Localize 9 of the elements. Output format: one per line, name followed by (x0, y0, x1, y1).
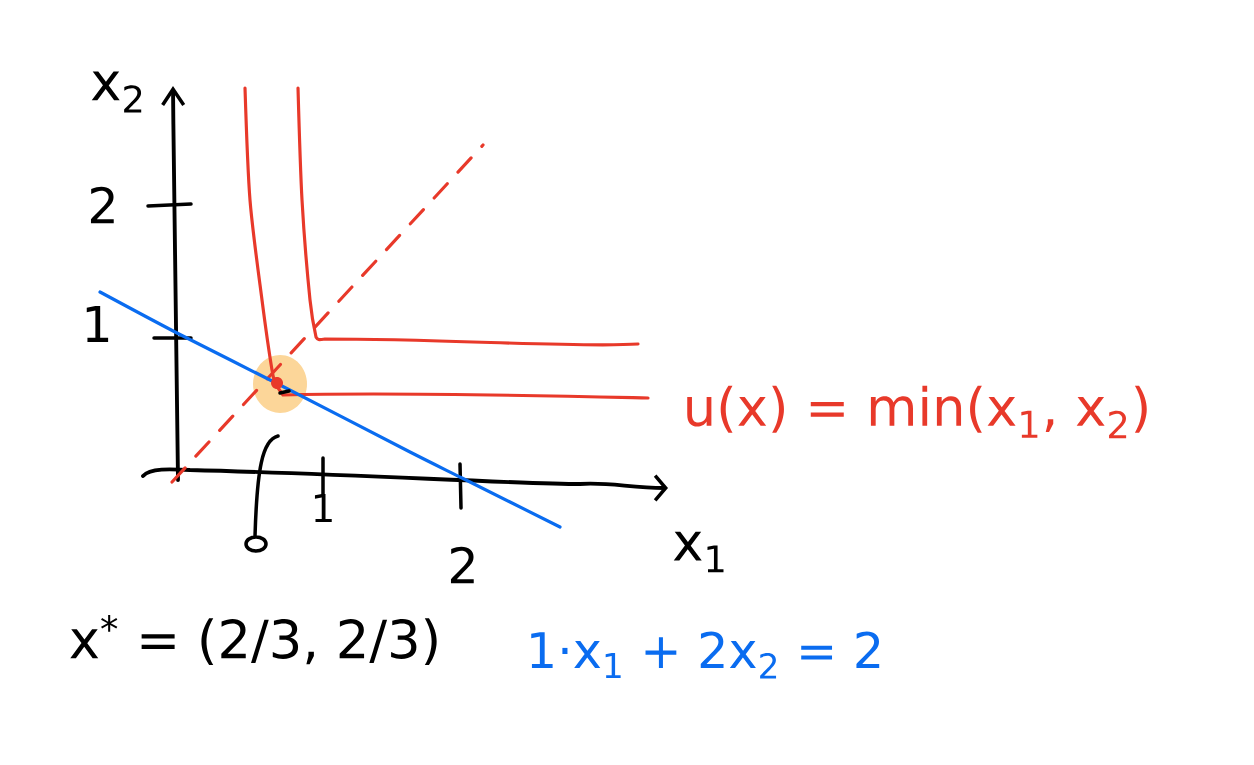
tick-label: 1 (86, 306, 109, 342)
tick-label: 1 (314, 493, 332, 523)
tick-label: 2 (450, 546, 474, 584)
utility-formula: u(x) = min(x$_{1}$, x$_{2}$) (687, 385, 1147, 439)
tick-label: 2 (90, 186, 114, 224)
axis-label: x$_{2}$ (91, 71, 142, 113)
budget-equation: 1·x$_{1}$ + 2x$_{2}$ = 2 (531, 631, 880, 679)
axis-label: x$_{1}$ (673, 531, 724, 573)
optimum-formula: x$^{*}$ = (2/3, 2/3) (70, 614, 437, 666)
